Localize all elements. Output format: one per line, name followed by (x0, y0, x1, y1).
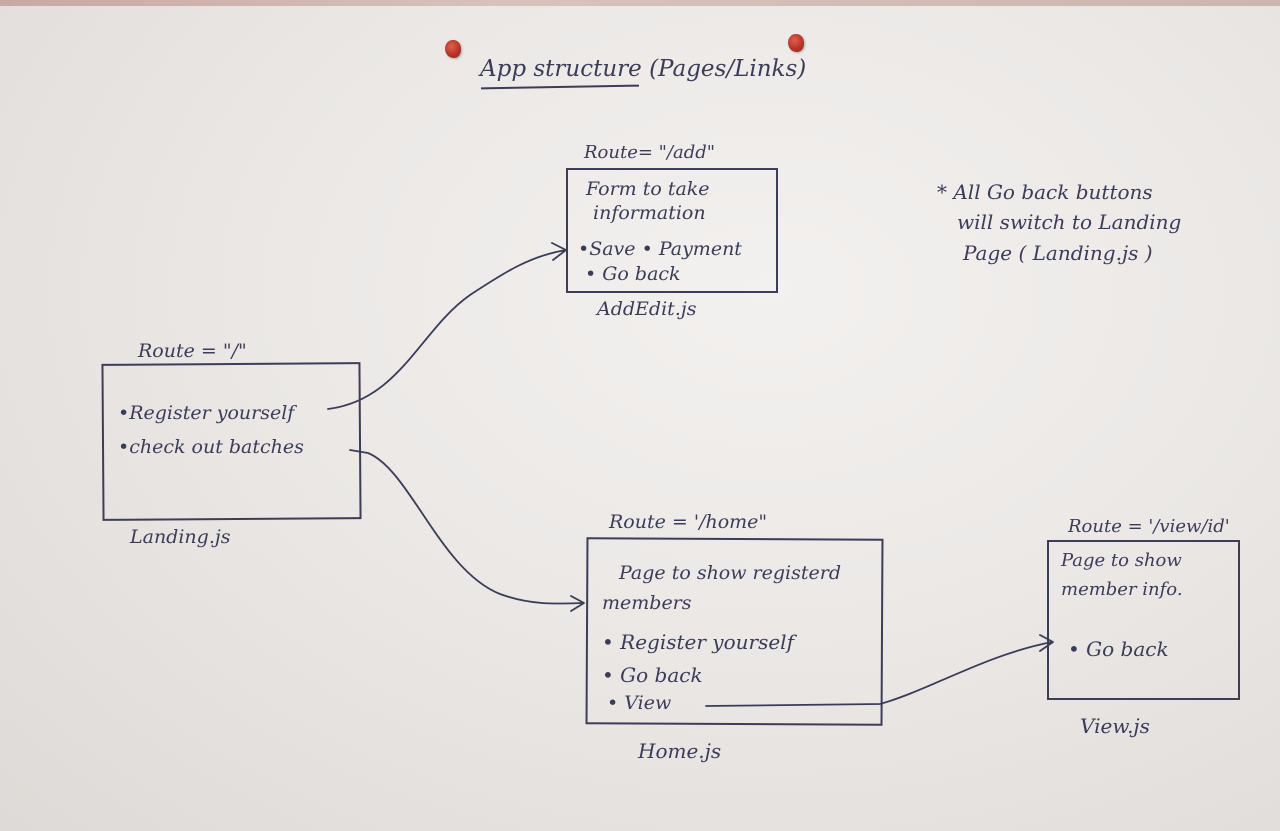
view-route-label: Route = '/view/id' (1068, 516, 1230, 537)
arrow-landing-to-home (349, 449, 584, 605)
landing-item-register: •Register yourself (118, 402, 295, 424)
view-box (1047, 540, 1240, 700)
add-desc-line-1: Form to take (586, 178, 710, 200)
arrow-landing-to-add (327, 249, 567, 410)
view-desc-line-1: Page to show (1061, 550, 1182, 571)
note-line-2: will switch to Landing (957, 210, 1182, 234)
note-line-1: * All Go back buttons (937, 180, 1153, 204)
home-item-view: • View (607, 692, 672, 714)
home-desc-line-2: members (602, 592, 692, 614)
add-box (566, 168, 778, 293)
home-desc-line-1: Page to show registerd (619, 562, 841, 584)
left-pushpin-icon (445, 40, 461, 58)
landing-filename: Landing.js (130, 526, 231, 548)
view-filename: View.js (1080, 714, 1150, 738)
arrowhead-add (551, 242, 567, 261)
title-underline (480, 84, 640, 90)
landing-item-batches: •check out batches (118, 436, 304, 458)
view-item-goback: • Go back (1068, 637, 1169, 661)
home-item-register: • Register yourself (602, 630, 794, 654)
landing-route-label: Route = "/" (138, 340, 247, 362)
home-item-goback: • Go back (602, 663, 703, 687)
view-desc-line-2: member info. (1061, 579, 1183, 600)
add-route-label: Route= "/add" (584, 142, 716, 163)
add-desc-line-2: information (593, 202, 706, 224)
diagram-title: App structure (Pages/Links) (480, 56, 807, 82)
add-filename: AddEdit.js (597, 298, 697, 320)
home-route-label: Route = '/home" (609, 511, 768, 533)
note-line-3: Page ( Landing.js ) (963, 241, 1153, 265)
right-pushpin-icon (788, 34, 804, 52)
home-filename: Home.js (638, 739, 722, 763)
arrowhead-home (570, 595, 585, 612)
add-item-save-payment: •Save • Payment (578, 238, 742, 260)
add-item-goback: • Go back (585, 263, 681, 285)
